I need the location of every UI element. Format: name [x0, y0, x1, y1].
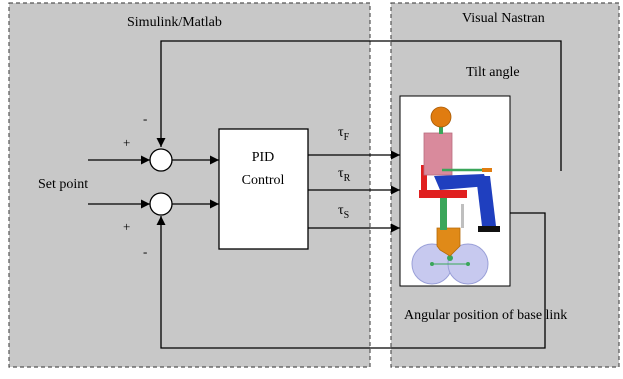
plus-sign-bottom: +	[123, 219, 130, 234]
seat	[419, 190, 467, 198]
backrest	[421, 165, 427, 193]
base-link-label: Angular position of base link	[404, 308, 567, 323]
simulink-panel	[8, 2, 371, 368]
summing-junction-top	[149, 148, 173, 172]
foot	[478, 226, 500, 232]
plus-sign-top: +	[123, 135, 130, 150]
summing-junction-bottom	[149, 192, 173, 216]
hand	[482, 168, 492, 172]
left-axle	[430, 262, 434, 266]
pid-control-block	[218, 128, 309, 250]
pivot-joint	[447, 255, 453, 261]
minus-sign-bottom: -	[143, 244, 147, 259]
torque-r-label: τR	[338, 166, 351, 184]
neck	[439, 122, 443, 134]
torque-f-subscript: F	[344, 132, 350, 143]
torque-r-symbol: τ	[338, 166, 344, 181]
tilt-feedback-line	[156, 40, 562, 171]
pid-label: PID	[252, 150, 275, 165]
torque-s-symbol: τ	[338, 203, 344, 218]
shin	[476, 176, 496, 226]
torque-r-subscript: R	[344, 173, 351, 184]
frame-rail	[461, 204, 464, 228]
torque-f-symbol: τ	[338, 125, 344, 140]
tilt-angle-label: Tilt angle	[466, 65, 520, 80]
head	[430, 106, 452, 128]
visual-nastran-title: Visual Nastran	[462, 11, 545, 26]
torso	[423, 132, 453, 176]
control-label: Control	[242, 173, 285, 188]
simulink-title: Simulink/Matlab	[127, 15, 222, 30]
torque-s-subscript: S	[344, 210, 350, 221]
set-point-label: Set point	[38, 177, 88, 192]
thigh	[434, 174, 488, 190]
right-axle	[466, 262, 470, 266]
torque-f-label: τF	[338, 125, 350, 143]
base-link	[436, 227, 461, 257]
robot-model-illustration	[411, 106, 500, 285]
torque-s-label: τS	[338, 203, 349, 221]
seat-post	[440, 196, 447, 230]
base-feedback-line	[156, 212, 546, 349]
minus-sign-top: -	[143, 111, 147, 126]
